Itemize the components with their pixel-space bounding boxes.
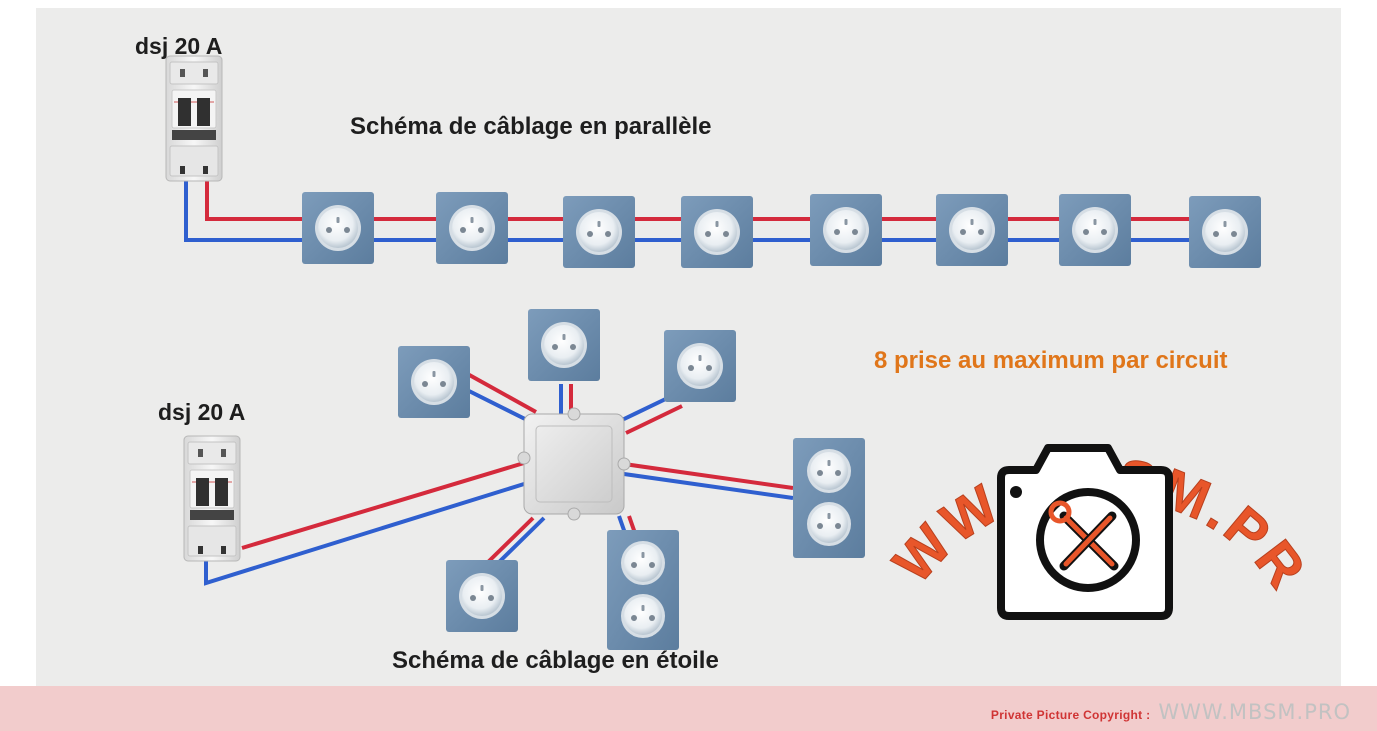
copyright-site[interactable]: WWW.MBSM.PRO: [1158, 700, 1351, 724]
copyright-label: Private Picture Copyright :: [990, 708, 1151, 722]
parallel-wiring: [184, 178, 1189, 242]
copyright-footer: Private Picture Copyright : WWW.MBSM.PRO: [0, 686, 1377, 731]
circuit-breaker-icon: [165, 55, 223, 182]
diagram-canvas: dsj 20 A Schéma de câblage en parallèle: [36, 8, 1341, 686]
wiring-diagram: dsj 20 A Schéma de câblage en parallèle: [36, 8, 1317, 674]
socket-icon: [446, 560, 518, 632]
parallel-neutral-wire-lead: [184, 178, 304, 242]
top-breaker-label: dsj 20 A: [135, 33, 222, 59]
parallel-live-wire-lead: [205, 178, 304, 221]
socket-icon: [528, 309, 600, 381]
socket-icon: [810, 194, 882, 266]
socket-icon: [664, 330, 736, 402]
parallel-sockets: [302, 192, 1261, 268]
circuit-breaker-icon: [183, 435, 241, 562]
camera-logo-icon: [997, 444, 1173, 620]
socket-icon: [302, 192, 374, 264]
max-sockets-note: 8 prise au maximum par circuit: [874, 347, 1227, 374]
socket-icon: [793, 438, 865, 558]
socket-icon: [563, 196, 635, 268]
socket-icon: [607, 530, 679, 650]
copyright-notice: Private Picture Copyright : WWW.MBSM.PRO: [991, 700, 1351, 724]
star-title: Schéma de câblage en étoile: [392, 647, 719, 674]
socket-icon: [436, 192, 508, 264]
tools-icon: [1048, 500, 1119, 571]
socket-icon: [1059, 194, 1131, 266]
junction-box-icon: [517, 407, 631, 521]
star-wiring: [204, 370, 794, 586]
socket-icon: [936, 194, 1008, 266]
socket-icon: [398, 346, 470, 418]
socket-icon: [681, 196, 753, 268]
bottom-breaker-label: dsj 20 A: [158, 399, 245, 425]
parallel-title: Schéma de câblage en parallèle: [350, 113, 712, 140]
socket-icon: [1189, 196, 1261, 268]
